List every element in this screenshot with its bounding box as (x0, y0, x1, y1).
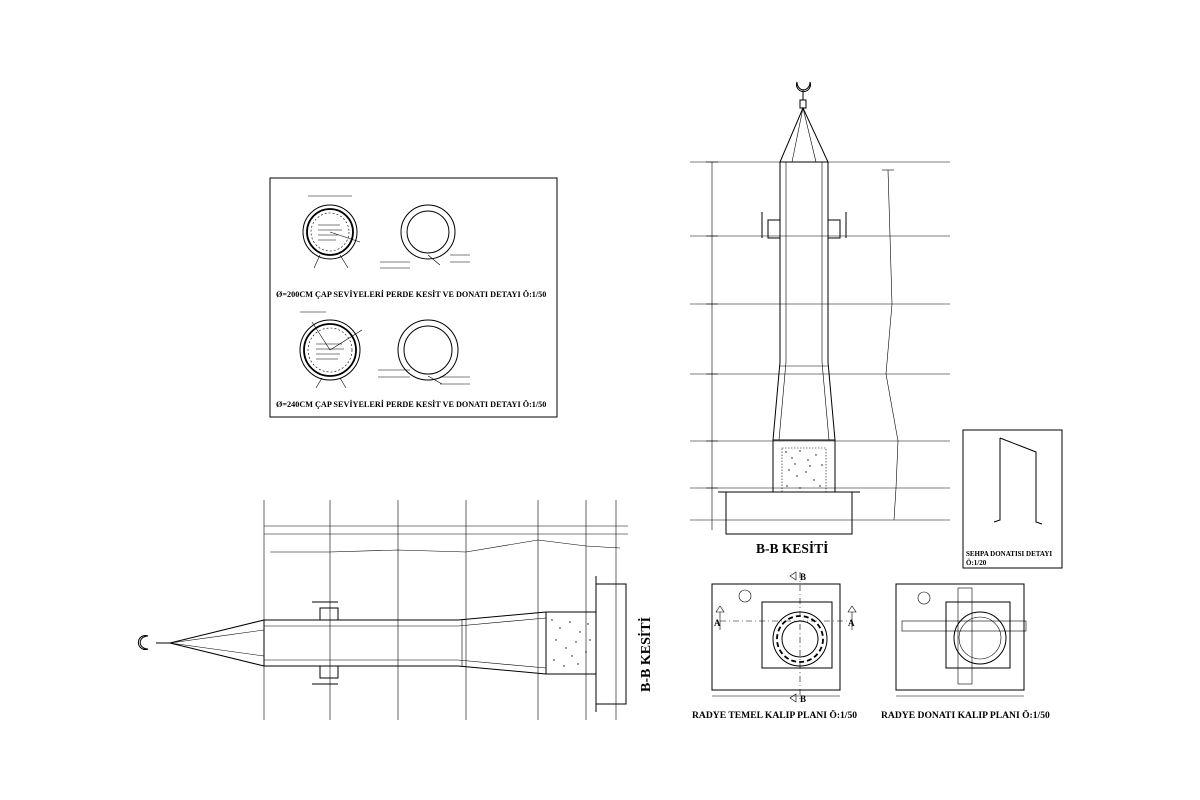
raft-formwork-plan: A A B B (711, 571, 857, 704)
level-lines (690, 161, 950, 521)
section-mark-b-bottom: B (800, 694, 806, 704)
wall-section-240-plain (378, 319, 470, 385)
raft-formwork-title: RADYE TEMEL KALIP PLANI Ö:1/50 (692, 708, 857, 721)
wall-section-240-rebar (299, 311, 363, 389)
stirrup-detail-title-line2: Ö:1/20 (966, 559, 987, 567)
section-mark-b-top: B (800, 572, 806, 582)
raft-rebar-plan (895, 583, 1027, 697)
stirrup-detail: SEHPA DONATISI DETAYI Ö:1/20 (962, 429, 1063, 569)
section-bb-vertical-title: B-B KESİTİ (756, 541, 828, 556)
wall-section-200-plain (380, 204, 470, 269)
detail-240-title: Ø=240CM ÇAP SEVİYELERİ PERDE KESİT VE DO… (276, 399, 546, 409)
pedestal-fill-speckle-h (551, 619, 591, 667)
rebar-detail-panel: Ø=200CM ÇAP SEVİYELERİ PERDE KESİT VE DO… (269, 177, 558, 418)
section-mark-a-right: A (848, 618, 855, 628)
pedestal-fill-speckle (785, 450, 823, 489)
raft-rebar-title: RADYE DONATI KALIP PLANI Ö:1/50 (881, 708, 1050, 721)
wall-section-200-rebar (302, 195, 361, 269)
stirrup-detail-title-line1: SEHPA DONATISI DETAYI (966, 550, 1052, 558)
section-mark-a-left: A (714, 618, 721, 628)
section-bb-rotated-title: B-B KESİTİ (637, 617, 654, 692)
minaret-horizontal-section (137, 500, 628, 720)
minaret-vertical-section (690, 81, 950, 535)
vertical-level-lines (263, 500, 617, 720)
detail-200-title: Ø=200CM ÇAP SEVİYELERİ PERDE KESİT VE DO… (276, 289, 546, 299)
